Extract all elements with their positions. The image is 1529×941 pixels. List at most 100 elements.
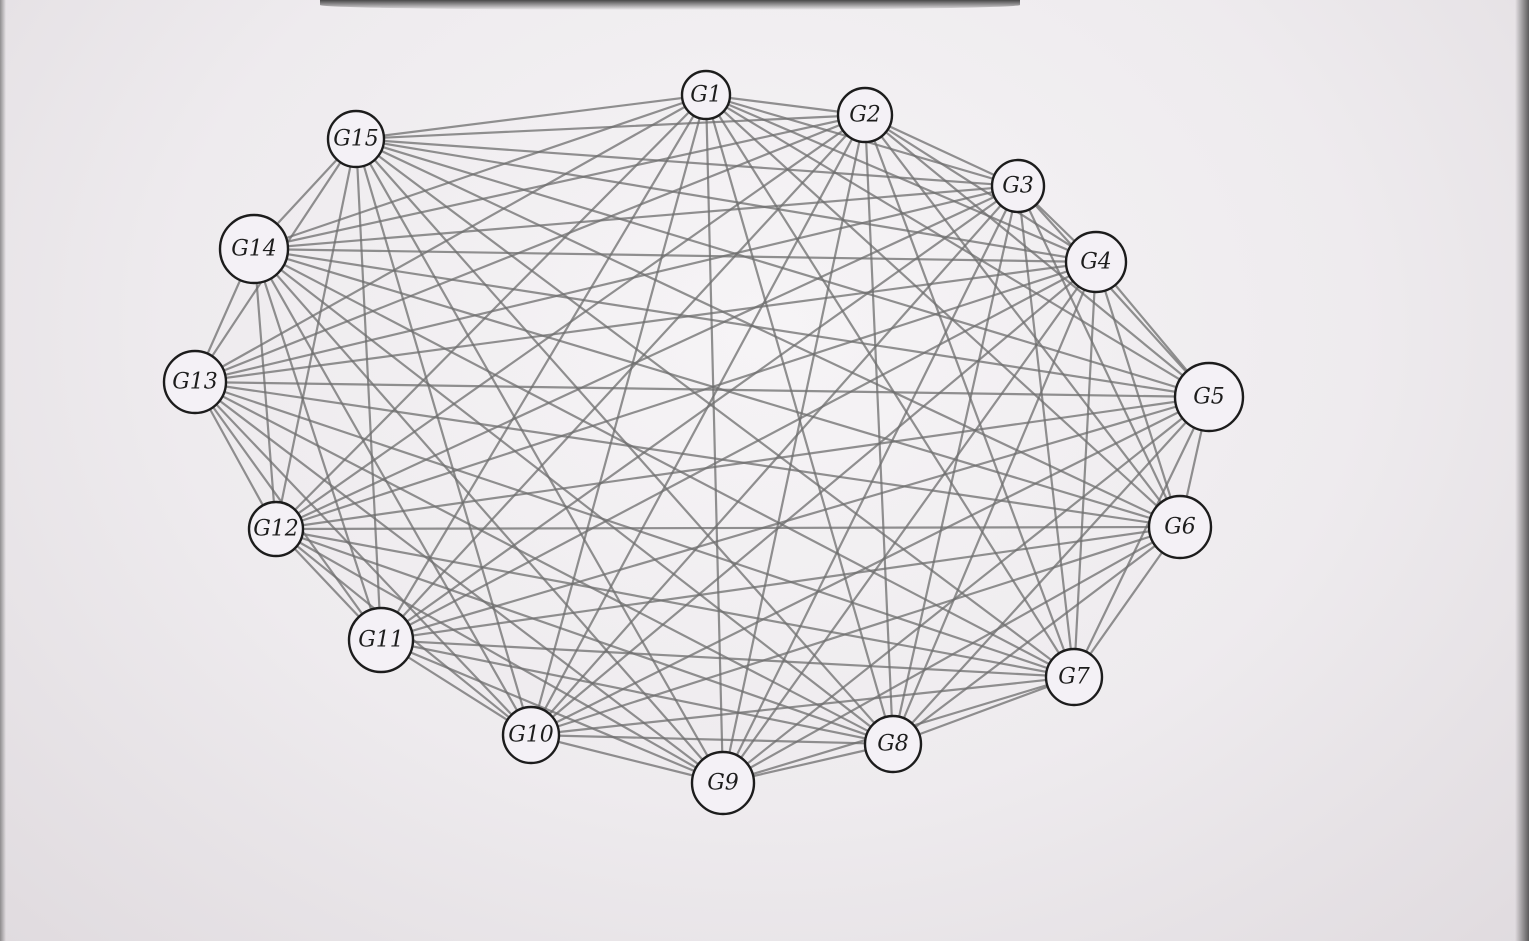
node-circle: [247, 500, 305, 558]
edge-g2-g10: [529, 113, 867, 737]
edge-g2-g5: [863, 113, 1211, 399]
node-g13: G13: [162, 349, 228, 415]
node-label: G15: [333, 127, 379, 152]
node-g6: G6: [1147, 494, 1213, 560]
node-label: G5: [1193, 385, 1225, 410]
edge-g5-g7: [1072, 395, 1211, 679]
node-g2: G2: [836, 86, 894, 144]
edge-g3-g15: [354, 137, 1020, 188]
edge-g6-g15: [354, 137, 1182, 529]
edge-g10-g14: [252, 247, 533, 737]
edge-g12-g15: [274, 137, 358, 531]
edge-g3-g5: [1016, 184, 1211, 399]
node-label: G2: [849, 103, 881, 128]
node-g5: G5: [1173, 361, 1245, 433]
edge-g5-g9: [721, 395, 1211, 785]
edge-g11-g15: [354, 137, 383, 642]
right-edge-shadow: [1515, 0, 1529, 941]
node-label: G11: [358, 628, 404, 653]
edge-g7-g15: [354, 137, 1076, 679]
edge-layer: [193, 93, 1211, 785]
edge-g4-g11: [379, 260, 1098, 642]
edge-g5-g8: [891, 395, 1211, 746]
node-circle: [690, 750, 756, 816]
edge-g5-g13: [193, 380, 1211, 399]
node-circle: [501, 705, 561, 765]
node-g8: G8: [863, 714, 923, 774]
edge-g8-g15: [354, 137, 895, 746]
edge-g5-g10: [529, 395, 1211, 737]
edge-g1-g13: [193, 93, 708, 384]
edge-g9-g10: [529, 733, 725, 785]
node-circle: [1147, 494, 1213, 560]
edge-g3-g6: [1016, 184, 1182, 529]
edge-g4-g14: [252, 247, 1098, 264]
node-label: G1: [690, 83, 722, 108]
node-circle: [836, 86, 894, 144]
node-g12: G12: [247, 500, 305, 558]
edge-g2-g9: [721, 113, 867, 785]
node-label: G10: [508, 723, 554, 748]
node-circle: [1044, 647, 1104, 707]
node-g9: G9: [690, 750, 756, 816]
edge-g2-g6: [863, 113, 1182, 529]
edge-g4-g10: [529, 260, 1098, 737]
edge-g6-g10: [529, 525, 1182, 737]
edge-g3-g7: [1016, 184, 1076, 679]
edge-g9-g14: [252, 247, 725, 785]
top-edge-shadow: [320, 0, 1020, 10]
edge-g5-g15: [354, 137, 1211, 399]
edge-g4-g13: [193, 260, 1098, 384]
edge-g5-g14: [252, 247, 1211, 399]
edge-g7-g8: [891, 675, 1076, 746]
node-g7: G7: [1044, 647, 1104, 707]
node-circle: [218, 213, 290, 285]
edge-g7-g14: [252, 247, 1076, 679]
edge-g9-g12: [274, 527, 725, 785]
node-label: G14: [231, 237, 277, 262]
edge-g1-g15: [354, 93, 708, 141]
edge-g9-g13: [193, 380, 725, 785]
edge-g6-g14: [252, 247, 1182, 529]
edge-g1-g9: [704, 93, 725, 785]
edge-g3-g9: [721, 184, 1020, 785]
node-g4: G4: [1064, 230, 1128, 294]
node-g15: G15: [326, 109, 386, 169]
node-g3: G3: [990, 158, 1046, 214]
edge-g12-g14: [252, 247, 278, 531]
node-label: G6: [1164, 515, 1196, 540]
left-edge-shadow: [0, 0, 6, 941]
node-label: G9: [707, 771, 739, 796]
node-g1: G1: [680, 69, 732, 121]
edge-g1-g11: [379, 93, 708, 642]
node-label: G8: [877, 732, 909, 757]
edge-g4-g15: [354, 137, 1098, 264]
node-g11: G11: [347, 606, 415, 674]
node-circle: [162, 349, 228, 415]
edge-g9-g11: [379, 638, 725, 785]
edge-g1-g5: [704, 93, 1211, 399]
edge-g5-g11: [379, 395, 1211, 642]
edge-g9-g15: [354, 137, 725, 785]
node-circle: [990, 158, 1046, 214]
node-circle: [347, 606, 415, 674]
edge-g2-g13: [193, 113, 867, 384]
edge-g2-g11: [379, 113, 867, 642]
edge-g10-g13: [193, 380, 533, 737]
edge-g2-g15: [354, 113, 867, 141]
edge-g7-g12: [274, 527, 1076, 679]
edge-g6-g13: [193, 380, 1182, 529]
edge-g8-g12: [274, 527, 895, 746]
edge-g7-g13: [193, 380, 1076, 679]
edge-g3-g10: [529, 184, 1020, 737]
edge-g4-g9: [721, 260, 1098, 785]
node-label: G3: [1002, 174, 1034, 199]
edge-g4-g7: [1072, 260, 1098, 679]
edge-g1-g10: [529, 93, 708, 737]
node-label: G4: [1080, 250, 1112, 275]
edge-g6-g8: [891, 525, 1182, 746]
node-label: G13: [172, 370, 218, 395]
edge-g8-g10: [529, 733, 895, 746]
